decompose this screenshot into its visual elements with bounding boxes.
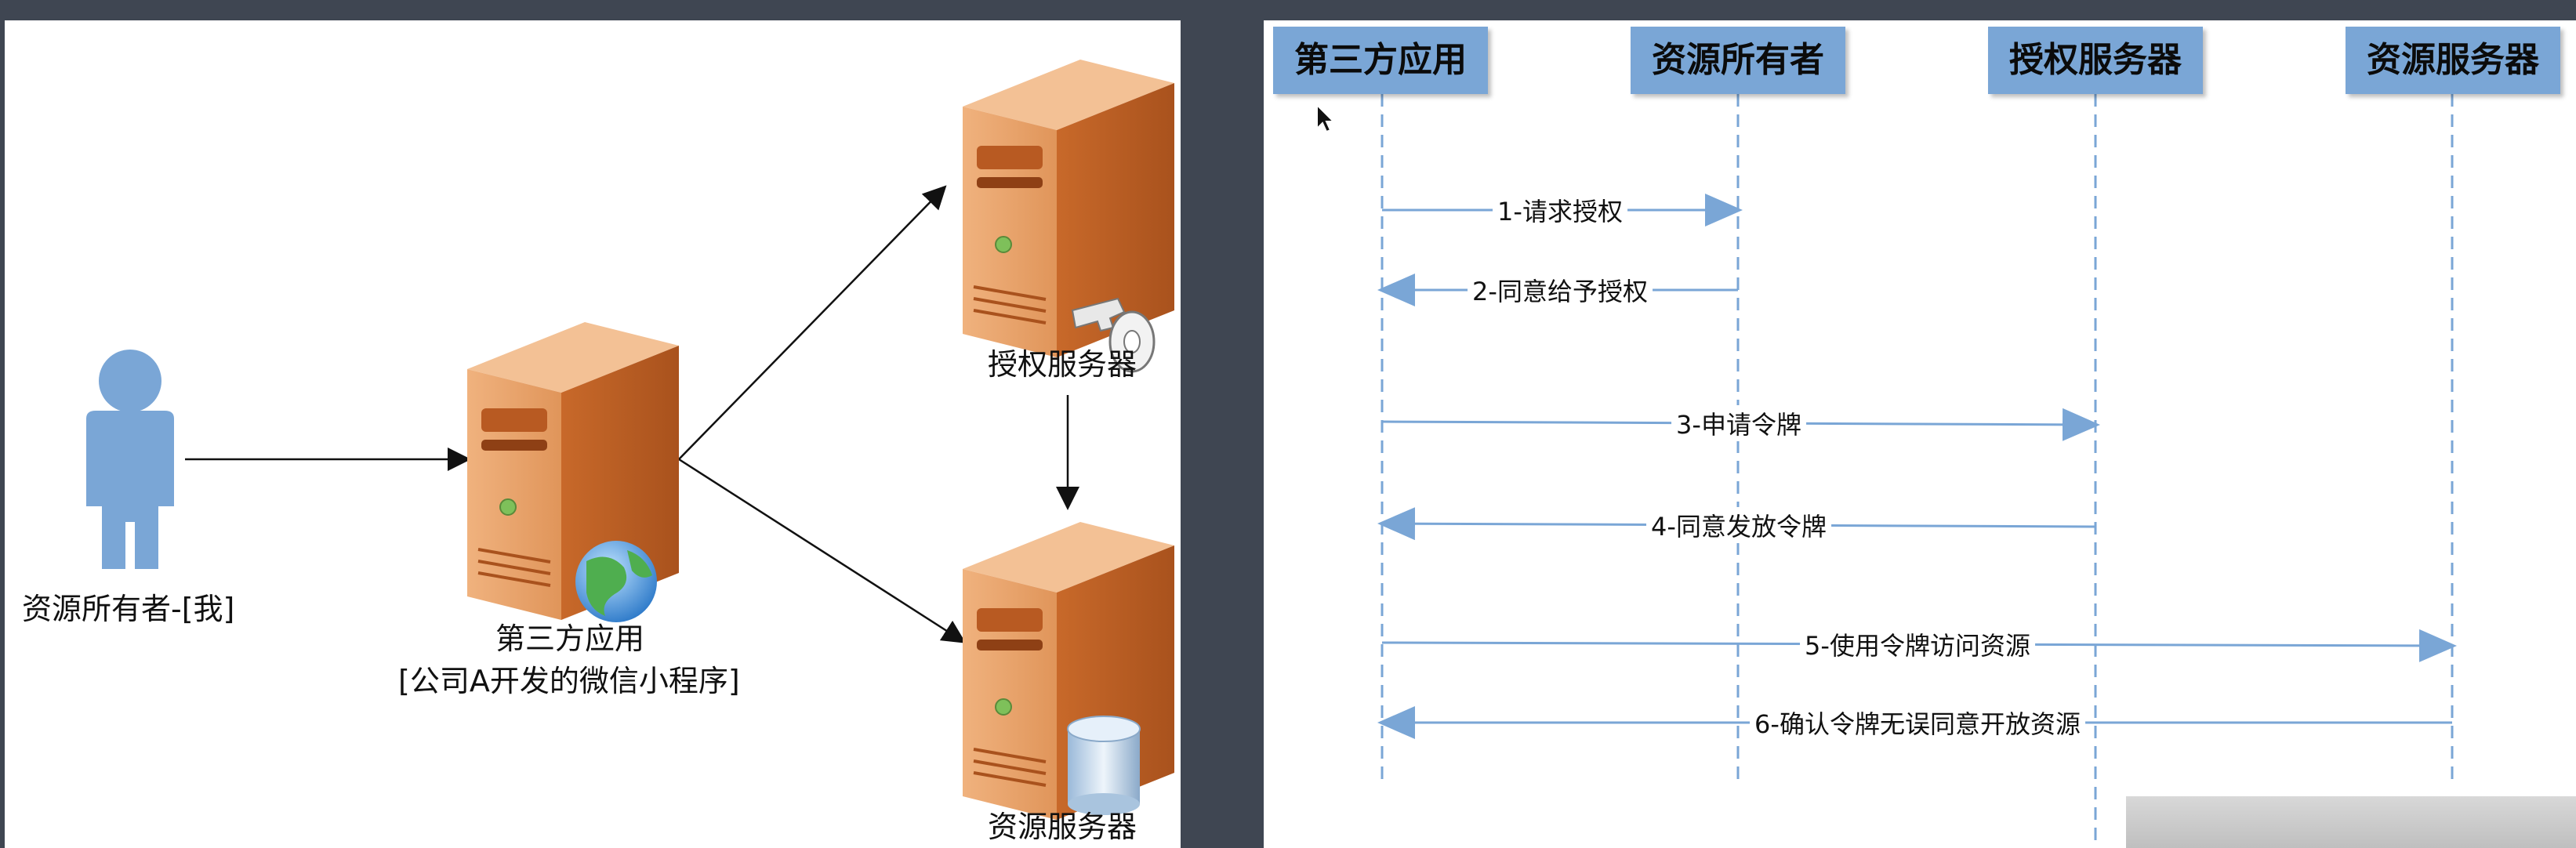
sequence-diagram-panel: 第三方应用 资源所有者 授权服务器 资源服务器 1-请求授权 2-同意给予授权 …	[1264, 20, 2576, 848]
message-label: 5-使用令牌访问资源	[1800, 626, 2035, 662]
server-icon	[963, 60, 1174, 357]
architecture-diagram-canvas	[5, 20, 1181, 848]
message-label: 4-同意发放令牌	[1646, 507, 1831, 543]
third-party-app-label: 第三方应用	[495, 614, 644, 658]
message-label: 6-确认令牌无误同意开放资源	[1750, 705, 2085, 741]
participant-third-party-app: 第三方应用	[1273, 27, 1488, 94]
globe-icon	[575, 541, 657, 622]
participant-resource-server: 资源服务器	[2346, 27, 2560, 94]
person-icon	[86, 350, 174, 569]
app-to-auth-arrow	[679, 188, 944, 459]
mouse-cursor-icon	[1317, 105, 1333, 132]
resource-owner-label: 资源所有者-[我]	[22, 585, 234, 628]
participant-auth-server: 授权服务器	[1988, 27, 2203, 94]
resource-server-label: 资源服务器	[988, 803, 1137, 846]
auth-server-label: 授权服务器	[988, 340, 1137, 383]
architecture-diagram-panel: 资源所有者-[我] 第三方应用 [公司A开发的微信小程序] 授权服务器 资源服务…	[5, 20, 1181, 848]
message-label: 3-申请令牌	[1671, 405, 1806, 441]
message-label: 2-同意给予授权	[1468, 272, 1653, 308]
third-party-app-note: [公司A开发的微信小程序]	[398, 657, 740, 700]
database-icon	[1068, 716, 1140, 815]
message-label: 1-请求授权	[1493, 192, 1627, 228]
webcam-overlay	[2126, 796, 2576, 848]
app-to-resource-arrow	[679, 459, 963, 641]
participant-resource-owner: 资源所有者	[1631, 27, 1845, 94]
